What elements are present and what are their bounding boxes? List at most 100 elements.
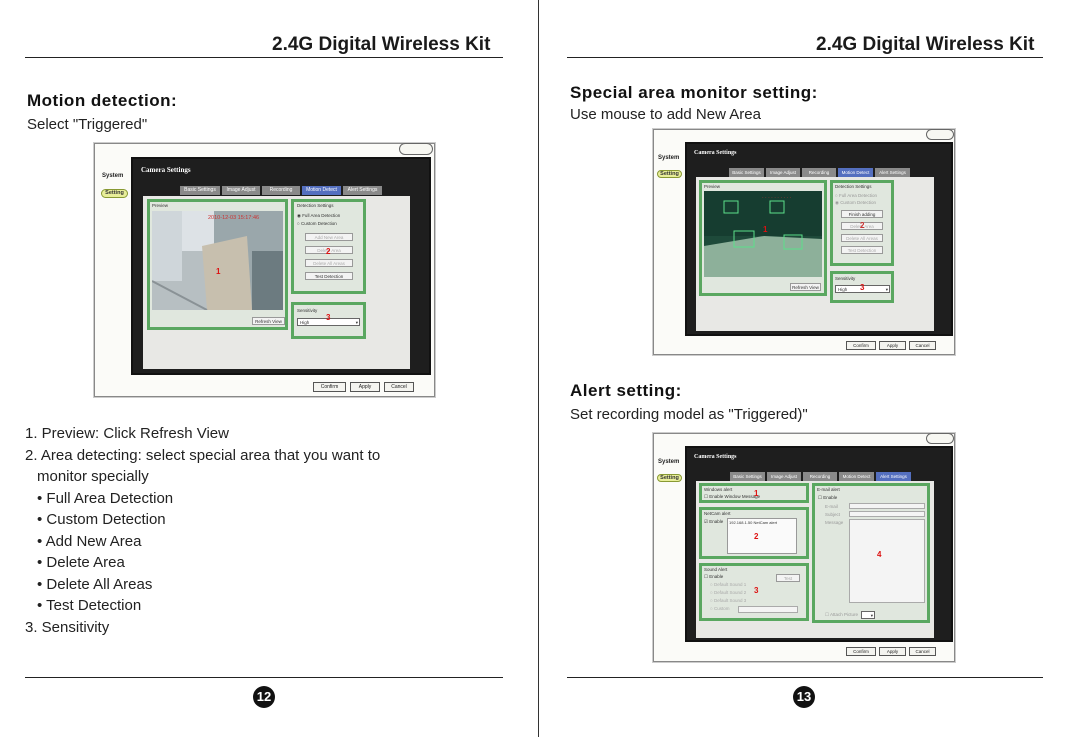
list-item: monitor specially <box>37 468 149 485</box>
custom-sound-path[interactable] <box>738 606 798 613</box>
sound-option-2[interactable]: ○ Default Sound 2 <box>710 590 747 595</box>
window-control <box>399 143 433 155</box>
special-area-title: Special area monitor setting: <box>570 83 818 102</box>
sidebar-system-label: System <box>102 173 124 179</box>
tab-image-adjust[interactable]: Image Adjust <box>767 472 801 481</box>
preview-timestamp: 2010-12-03 15:17:46 <box>208 215 260 221</box>
confirm-button[interactable]: Confirm <box>846 647 876 656</box>
netcam-text: 192.168.1.50 NetCam alert <box>729 520 778 525</box>
subject-field[interactable] <box>849 511 925 517</box>
refresh-view-button[interactable]: Refresh View <box>252 317 285 325</box>
marker-1: 1 <box>754 489 759 498</box>
finish-adding-button[interactable]: Finish adding <box>841 210 883 218</box>
marker-2: 2 <box>860 221 865 230</box>
sensitivity-group: Sensitivity High▾ 3 <box>291 302 366 339</box>
sound-option-custom[interactable]: ○ Custom <box>710 606 730 611</box>
apply-button[interactable]: Apply <box>879 341 906 350</box>
chevron-down-icon: ▾ <box>885 287 888 292</box>
alert-setting-screenshot: System Setting Camera Settings Basic Set… <box>653 433 955 662</box>
tab-motion-detect[interactable]: Motion Detect <box>839 472 874 481</box>
marker-2: 2 <box>326 247 331 256</box>
radio-full-area[interactable]: ○ Full Area Detection <box>835 193 877 198</box>
radio-full-area-label: Full Area Detection <box>838 193 877 198</box>
refresh-view-button[interactable]: Refresh View <box>790 283 821 291</box>
message-field[interactable] <box>849 519 925 603</box>
radio-custom[interactable]: ○ Custom Detection <box>297 221 337 226</box>
tab-basic-settings[interactable]: Basic Settings <box>729 168 764 177</box>
attach-picture-label: Attach Picture <box>830 612 859 617</box>
list-item: 3. Sensitivity <box>25 618 110 636</box>
apply-button[interactable]: Apply <box>350 382 380 392</box>
tab-alert-settings[interactable]: Alert Settings <box>343 186 382 195</box>
setting-button[interactable]: Setting <box>101 189 128 198</box>
cancel-button[interactable]: Cancel <box>909 341 936 350</box>
sound-option-1[interactable]: ○ Default Sound 1 <box>710 582 747 587</box>
windows-alert-label: Windows alert <box>704 487 733 492</box>
tab-content: Preview · · · · · · · · · · 1 Refresh Vi… <box>696 177 934 331</box>
sound-option-3[interactable]: ○ Default Sound 3 <box>710 598 747 603</box>
cancel-button[interactable]: Cancel <box>384 382 414 392</box>
attach-picture-checkbox[interactable]: ☐ Attach Picture <box>825 612 859 617</box>
add-new-area-button[interactable]: Add New Area <box>305 233 353 241</box>
delete-all-areas-button[interactable]: Delete All Areas <box>305 259 353 267</box>
tab-motion-detect[interactable]: Motion Detect <box>302 186 341 195</box>
tab-recording[interactable]: Recording <box>802 168 836 177</box>
tab-image-adjust[interactable]: Image Adjust <box>222 186 260 195</box>
sensitivity-value: High <box>838 287 848 292</box>
panel-title: Camera Settings <box>694 454 737 460</box>
netcam-text-area[interactable]: 192.168.1.50 NetCam alert <box>727 518 797 554</box>
sound-alert-label: Sound Alert <box>704 567 728 572</box>
radio-custom[interactable]: ◉ Custom Detection <box>835 200 876 205</box>
email-enable-checkbox[interactable]: ☐ Enable <box>818 495 838 500</box>
attach-count-select[interactable]: ▾ <box>861 611 875 619</box>
page-divider <box>538 0 539 737</box>
panel-title: Camera Settings <box>694 150 737 156</box>
delete-area-button[interactable]: Delete Area <box>841 222 883 230</box>
tab-image-adjust[interactable]: Image Adjust <box>766 168 800 177</box>
list-item: 1. Preview: Click Refresh View <box>25 425 229 442</box>
camera-settings-panel: Camera Settings Basic Settings Image Adj… <box>685 446 953 642</box>
tab-basic-settings[interactable]: Basic Settings <box>180 186 220 195</box>
left-footer-rule <box>25 677 503 678</box>
marker-3: 3 <box>860 283 865 292</box>
motion-detection-title: Motion detection: <box>27 91 178 110</box>
email-field[interactable] <box>849 503 925 509</box>
sensitivity-select[interactable]: High▾ <box>297 318 360 326</box>
tab-alert-settings[interactable]: Alert Settings <box>875 168 910 177</box>
confirm-button[interactable]: Confirm <box>846 341 876 350</box>
netcam-enable-checkbox[interactable]: ☑ Enable <box>704 519 724 524</box>
tab-content: Windows alert ☐ Enable Window Message 1 … <box>696 481 934 638</box>
setting-button[interactable]: Setting <box>657 170 682 178</box>
detection-settings-label: Detection Settings <box>835 184 872 189</box>
preview-group: Preview · · · · · · · · · · 1 Refresh Vi… <box>699 180 827 296</box>
radio-full-area[interactable]: ◉ Full Area Detection <box>297 213 341 218</box>
tab-recording[interactable]: Recording <box>262 186 300 195</box>
sound-option-label: Default Sound 3 <box>713 598 747 603</box>
list-item: • Test Detection <box>37 597 142 614</box>
test-detection-button[interactable]: Test Detection <box>841 246 883 254</box>
cancel-button[interactable]: Cancel <box>909 647 936 656</box>
test-detection-button[interactable]: Test Detection <box>305 272 353 280</box>
apply-button[interactable]: Apply <box>879 647 906 656</box>
enable-windows-checkbox[interactable]: ☐ Enable Window Message <box>704 494 761 499</box>
special-area-subtitle: Use mouse to add New Area <box>570 106 761 123</box>
sound-option-label: Default Sound 1 <box>713 582 747 587</box>
sensitivity-select[interactable]: High ▾ <box>835 285 890 293</box>
delete-all-areas-button[interactable]: Delete All Areas <box>841 234 883 242</box>
sidebar-system-label: System <box>658 459 680 465</box>
sensitivity-group: Sensitivity High▾ 3 <box>830 271 894 303</box>
list-item: • Delete Area <box>37 554 125 571</box>
tab-basic-settings[interactable]: Basic Settings <box>730 472 765 481</box>
confirm-button[interactable]: Confirm <box>313 382 346 392</box>
delete-area-button[interactable]: Delete Area <box>305 246 353 254</box>
tab-recording[interactable]: Recording <box>803 472 837 481</box>
sidebar-system-label: System <box>658 155 680 161</box>
tab-motion-detect[interactable]: Motion Detect <box>838 168 873 177</box>
sound-enable-checkbox[interactable]: ☐ Enable <box>704 574 724 579</box>
marker-1: 1 <box>216 267 221 276</box>
tab-alert-settings[interactable]: Alert Settings <box>876 472 911 481</box>
page-number-13: 13 <box>793 686 815 708</box>
sound-test-button[interactable]: Test <box>776 574 800 582</box>
setting-button[interactable]: Setting <box>657 474 682 482</box>
right-footer-rule <box>567 677 1043 678</box>
